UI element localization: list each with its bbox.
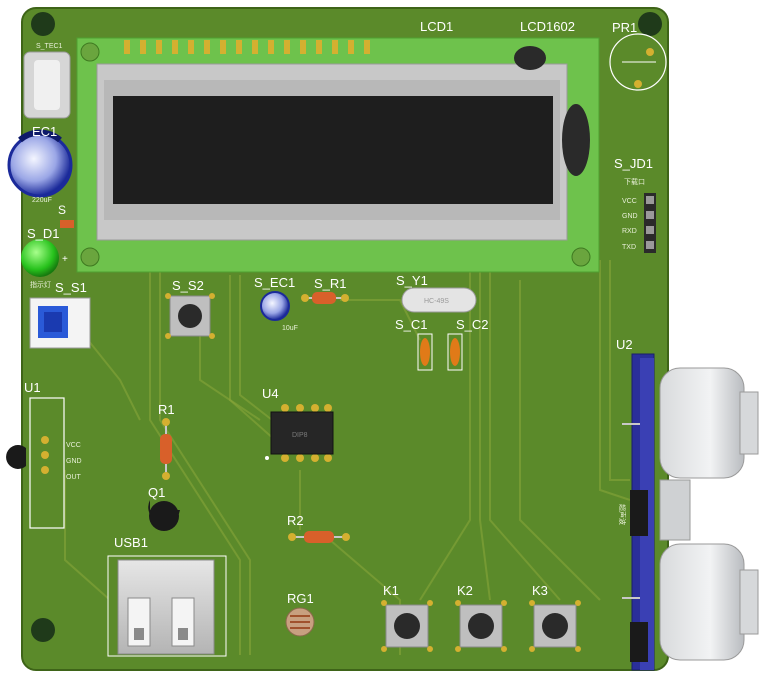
s-d1-led: S_D1 指示灯 + — [21, 226, 68, 289]
s-c2-capacitor: S_C2 — [447, 317, 489, 371]
q1-transistor: Q1 — [148, 485, 180, 531]
k3-label: K3 — [532, 583, 548, 598]
u4-chip-text: DIP8 — [292, 432, 308, 439]
u1-gnd: GND — [66, 458, 82, 465]
k1-button[interactable]: K1 — [381, 583, 433, 652]
usb-c-connector: S_TEC1 — [23, 43, 71, 119]
s-s2-label: S_S2 — [172, 278, 204, 293]
k2-button[interactable]: K2 — [455, 583, 507, 652]
u1-out: OUT — [66, 474, 82, 481]
s-d1-plus: + — [62, 254, 68, 265]
ec1-capacitor: EC1 220uF — [7, 124, 73, 204]
mount-hole-top-left — [31, 12, 55, 36]
lcd-hole-br — [571, 247, 591, 267]
s-jd1-sub: 下载口 — [624, 177, 645, 186]
s-s1-label: S_S1 — [55, 280, 87, 295]
u2-label: U2 — [616, 337, 633, 352]
pr1-component: PR1 — [609, 20, 667, 91]
lcd-module: LCD1 LCD1602 — [76, 19, 600, 273]
u4-label: U4 — [262, 386, 279, 401]
lcd-hole-tl — [80, 42, 100, 62]
s-c2-label: S_C2 — [456, 317, 489, 332]
s-jd1-gnd: GND — [622, 213, 638, 220]
rg1-label: RG1 — [287, 591, 314, 606]
s-c1-label: S_C1 — [395, 317, 428, 332]
s-resistor-smd — [60, 220, 74, 228]
q1-label: Q1 — [148, 485, 165, 500]
r2-label: R2 — [287, 513, 304, 528]
usb1-label: USB1 — [114, 535, 148, 550]
s-jd1-header: S_JD1 下载口 VCC GND RXD TXD — [614, 156, 656, 253]
usb1-connector: USB1 — [107, 535, 227, 657]
lcd-header-pins — [124, 40, 370, 54]
s-jd1-label: S_JD1 — [614, 156, 653, 171]
s-ec1-capacitor: S_EC1 10uF — [254, 275, 298, 332]
lcd1-label: LCD1 — [420, 19, 453, 34]
s-d1-sub: 指示灯 — [30, 280, 51, 289]
s-y1-crystal: HC-49S S_Y1 — [396, 273, 477, 313]
s-jd1-txd: TXD — [622, 244, 636, 251]
u2-ultrasonic-module: U2 超声波 — [616, 337, 759, 671]
lcd-contrast-knob — [562, 104, 590, 176]
k3-button[interactable]: K3 — [529, 583, 581, 652]
s-r1-label: S_R1 — [314, 276, 347, 291]
u4-chip: DIP8 U4 — [262, 386, 334, 462]
s-ec1-label: S_EC1 — [254, 275, 295, 290]
s-r1-resistor: S_R1 — [301, 276, 349, 304]
s-c1-capacitor: S_C1 — [395, 317, 433, 371]
u1-label: U1 — [24, 380, 41, 395]
k1-label: K1 — [383, 583, 399, 598]
lcd1602-label: LCD1602 — [520, 19, 575, 34]
lcd-backlight-top — [514, 46, 546, 70]
u1-vcc: VCC — [66, 442, 81, 449]
u2-sub: 超声波 — [618, 504, 627, 525]
s-ec1-value: 10uF — [282, 325, 298, 332]
rg1-photoresistor: RG1 — [285, 591, 315, 637]
s-s2-button[interactable]: S_S2 — [165, 278, 215, 339]
s-y1-crystal-text: HC-49S — [424, 298, 449, 305]
r1-resistor: R1 — [158, 402, 175, 480]
s-top-left-label: S — [58, 203, 66, 217]
lcd-screen — [113, 96, 553, 204]
s-s1-switch[interactable]: S_S1 — [29, 280, 91, 349]
pr1-label: PR1 — [612, 20, 637, 35]
usb-c-label: S_TEC1 — [36, 43, 63, 50]
s-y1-label: S_Y1 — [396, 273, 428, 288]
s-jd1-rxd: RXD — [622, 228, 637, 235]
mount-hole-bottom-left — [31, 618, 55, 642]
ec1-value: 220uF — [32, 197, 52, 204]
r1-label: R1 — [158, 402, 175, 417]
k2-label: K2 — [457, 583, 473, 598]
lcd-hole-bl — [80, 247, 100, 267]
u1-module: U1 VCC GND OUT — [6, 380, 82, 529]
r2-resistor: R2 — [287, 513, 350, 543]
s-jd1-vcc: VCC — [622, 198, 637, 205]
ec1-label: EC1 — [32, 124, 57, 139]
s-d1-label: S_D1 — [27, 226, 60, 241]
mount-hole-top-right — [638, 12, 662, 36]
